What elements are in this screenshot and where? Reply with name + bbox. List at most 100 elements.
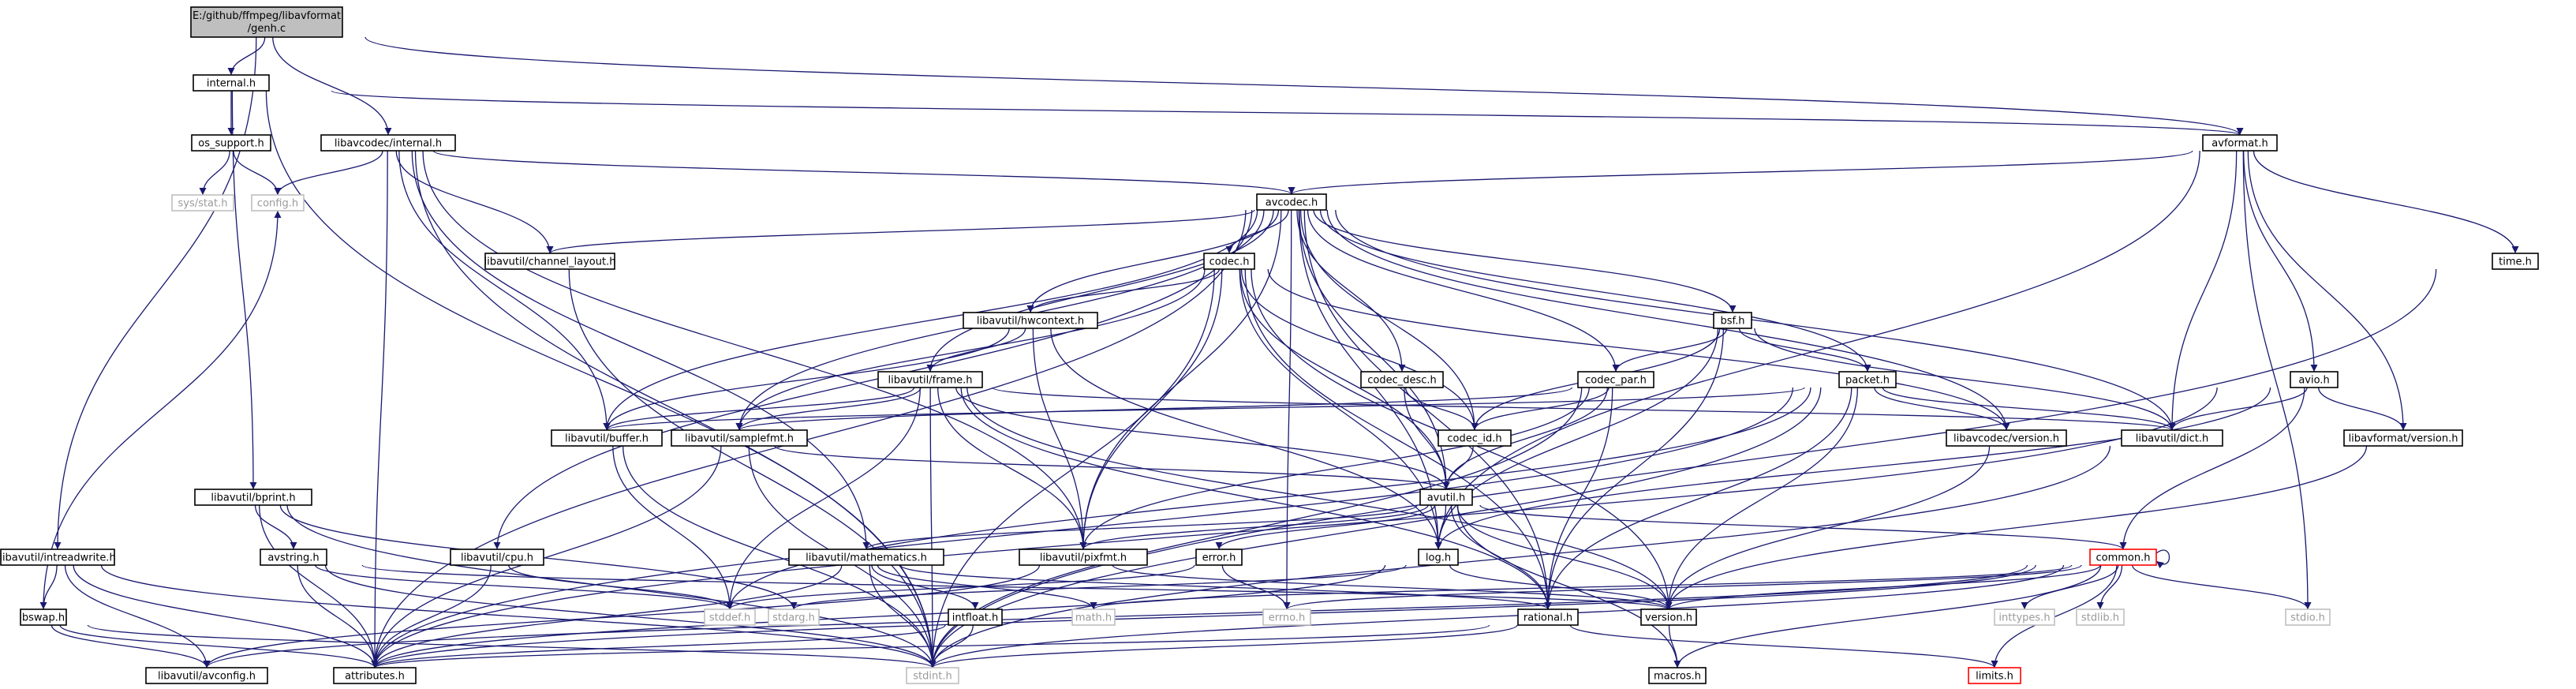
node-mathematics[interactable]: libavutil/mathematics.h [788, 549, 944, 566]
edge-logh-to-stdarg [790, 564, 1407, 610]
node-internal[interactable]: internal.h [193, 74, 270, 92]
node-osupport[interactable]: os_support.h [191, 134, 271, 152]
edge-lavcversion-to-version [1665, 445, 1991, 610]
node-intreadwrite[interactable]: libavutil/intreadwrite.h [0, 549, 116, 566]
node-codec[interactable]: codec.h [1203, 253, 1255, 270]
edge-hwcontext-to-logh [1050, 328, 1442, 550]
edge-intreadwrite-to-stdint [100, 564, 937, 668]
node-avconfig[interactable]: libavutil/avconfig.h [145, 667, 268, 684]
node-stddef[interactable]: stddef.h [704, 608, 756, 626]
node-box-stdint [906, 667, 959, 684]
node-timeh[interactable]: time.h [2492, 253, 2539, 270]
node-errorh[interactable]: error.h [1195, 549, 1243, 566]
node-logh[interactable]: log.h [1418, 549, 1459, 566]
node-pixfmt[interactable]: libavutil/pixfmt.h [1019, 549, 1148, 566]
node-label-lavfversion: libavformat/version.h [2349, 433, 2458, 445]
node-avstring[interactable]: avstring.h [260, 549, 327, 566]
node-lavcversion[interactable]: libavcodec/version.h [1946, 429, 2067, 447]
edge-mathematics-to-attributes [371, 564, 843, 668]
node-label-pixfmt: libavutil/pixfmt.h [1040, 552, 1127, 564]
node-stdarg[interactable]: stdarg.h [768, 608, 820, 626]
edge-avutil-to-logh [1434, 504, 1447, 550]
node-label-intfloat: intfloat.h [952, 612, 999, 624]
node-mathh[interactable]: math.h [1071, 608, 1116, 626]
node-box-osupport [191, 134, 271, 152]
node-limits[interactable]: limits.h [1968, 667, 2021, 684]
node-avutil[interactable]: avutil.h [1419, 489, 1473, 506]
node-label-stdint: stdint.h [913, 671, 952, 683]
node-lavcinternal[interactable]: libavcodec/internal.h [320, 134, 456, 152]
node-box-packet [1838, 371, 1897, 388]
node-box-version [1640, 608, 1697, 626]
edge-errorh-to-stddef [726, 564, 1195, 610]
node-label-version: version.h [1645, 612, 1692, 624]
node-stdlib[interactable]: stdlib.h [2076, 608, 2125, 626]
node-label-codecdesc: codec_desc.h [1367, 375, 1437, 387]
node-codecid[interactable]: codec_id.h [1438, 429, 1512, 447]
edge-frame-to-samplefmt [735, 387, 922, 431]
node-label-config: config.h [257, 198, 298, 210]
edge-avcodec-to-errno [1283, 209, 1292, 610]
edge-codecdesc-to-avutil [1404, 387, 1450, 490]
edge-frame-to-dict [992, 387, 2176, 431]
edge-common-to-inttypes [2021, 564, 2119, 610]
node-sysstat[interactable]: sys/stat.h [171, 194, 234, 212]
node-cpu[interactable]: libavutil/cpu.h [450, 549, 544, 566]
edge-common-to-limits [1991, 564, 2118, 668]
edge-common-to-attributes [371, 564, 2036, 668]
edge-genh-to-avformat [365, 36, 2244, 136]
node-box-mathematics [788, 549, 944, 566]
node-box-internal [193, 74, 270, 92]
node-label-chlayout: libavutil/channel_layout.h [484, 257, 616, 268]
edge-avstring-to-attributes [297, 564, 379, 668]
node-common[interactable]: common.h [2089, 549, 2157, 566]
edge-genh-to-intreadwrite [54, 36, 257, 550]
node-errno[interactable]: errno.h [1262, 608, 1311, 626]
node-macros[interactable]: macros.h [1648, 667, 1707, 684]
edge-avcodec-to-pixfmt [1079, 209, 1282, 550]
node-box-stdio [2285, 608, 2331, 626]
node-stdint[interactable]: stdint.h [906, 667, 959, 684]
node-box-inttypes [1994, 608, 2055, 626]
node-genh[interactable]: E:/github/ffmpeg/libavformat/genh.c [190, 6, 343, 38]
node-box-samplefmt [671, 429, 808, 447]
edge-bswap-to-config [43, 210, 282, 610]
node-packet[interactable]: packet.h [1838, 371, 1897, 388]
edge-avcodec-to-rational [1303, 209, 1552, 610]
node-lavfversion[interactable]: libavformat/version.h [2343, 429, 2463, 447]
node-chlayout[interactable]: libavutil/channel_layout.h [484, 253, 616, 270]
node-bsf[interactable]: bsf.h [1713, 312, 1752, 329]
node-dict[interactable]: libavutil/dict.h [2121, 429, 2223, 447]
node-avcodec[interactable]: avcodec.h [1256, 193, 1327, 211]
node-intfloat[interactable]: intfloat.h [948, 608, 1003, 626]
edge-bsf-to-rational [1544, 328, 1724, 610]
node-codecpar[interactable]: codec_par.h [1577, 371, 1654, 388]
node-avformat[interactable]: avformat.h [2202, 134, 2278, 152]
edge-packet-to-stddef [726, 387, 1811, 610]
node-hwcontext[interactable]: libavutil/hwcontext.h [963, 312, 1098, 329]
edge-mathematics-to-mathh [877, 564, 1097, 610]
node-attributes[interactable]: attributes.h [333, 667, 417, 684]
node-stdio[interactable]: stdio.h [2285, 608, 2331, 626]
edge-frame-to-version [966, 387, 1673, 610]
node-label-attributes: attributes.h [345, 671, 405, 683]
edge-bprint-to-attributes [259, 504, 379, 668]
node-version[interactable]: version.h [1640, 608, 1697, 626]
edge-packet-to-version [1665, 387, 1859, 610]
node-avio[interactable]: avio.h [2290, 371, 2339, 388]
node-config[interactable]: config.h [251, 194, 305, 212]
edge-avutil-to-mathematics [862, 504, 1418, 550]
node-rational[interactable]: rational.h [1517, 608, 1579, 626]
node-samplefmt[interactable]: libavutil/samplefmt.h [671, 429, 808, 447]
edge-lavcinternal-to-pixfmt [422, 150, 1087, 550]
node-codecdesc[interactable]: codec_desc.h [1360, 371, 1444, 388]
node-inttypes[interactable]: inttypes.h [1994, 608, 2055, 626]
edge-bsf-to-packet [1738, 328, 1871, 373]
node-bprint[interactable]: libavutil/bprint.h [194, 489, 312, 506]
edge-buffer-to-stddef [612, 445, 734, 610]
node-buffer[interactable]: libavutil/buffer.h [551, 429, 663, 447]
edge-genh-to-internal [227, 36, 266, 76]
node-frame[interactable]: libavutil/frame.h [877, 371, 983, 388]
node-label-lavcversion: libavcodec/version.h [1953, 433, 2059, 445]
node-bswap[interactable]: bswap.h [20, 608, 67, 626]
